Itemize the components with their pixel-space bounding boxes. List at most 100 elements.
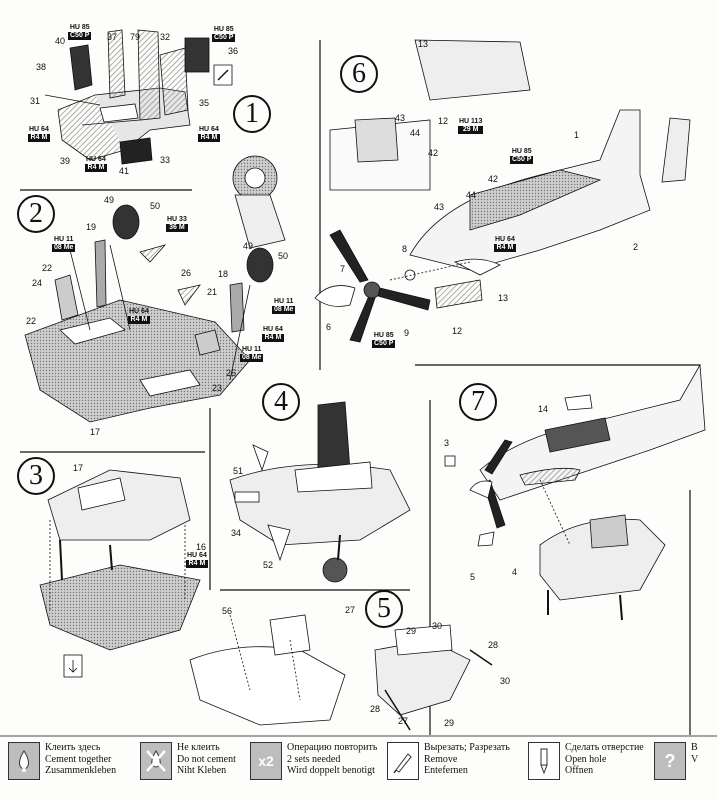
step-number-5: 5 [365,590,403,628]
part-number: 29 [406,626,417,636]
legend-line: Не клеить [177,742,220,753]
part-number: 50 [150,201,161,211]
part-number: 5 [470,572,476,582]
legend-line: 2 sets needed [287,753,341,765]
part-number: 34 [231,528,242,538]
part-number: 27 [345,605,356,615]
part-number: 3 [444,438,450,448]
part-number: 26 [181,268,192,278]
legend-item-partial: ? В V [654,742,709,780]
step-number-2: 2 [17,195,55,233]
knife-icon [387,742,419,780]
part-number: 14 [538,404,549,414]
step7-drawing [444,363,706,621]
legend-item-repeat: x2 Операцию повторить 2 sets needed Wird… [250,742,377,780]
part-number: 28 [370,704,381,714]
legend-line: Wird doppelt benotigt [287,765,375,776]
part-number: 27 [398,716,409,726]
legend-line: Сделать отверстие [565,742,644,753]
part-number: 18 [218,269,229,279]
step5-drawing [189,614,493,731]
part-number: 49 [104,195,115,205]
part-number: 33 [160,155,171,165]
part-number: 52 [263,560,274,570]
legend-item-open-hole: Сделать отверстие Open hole Offnen [528,742,644,780]
legend-line: Do not cement [177,753,236,765]
drill-icon [528,742,560,780]
step-number-7: 7 [459,383,497,421]
part-number: 13 [418,39,429,49]
legend-item-cement: Клеить здесь Cement together Zusammenkle… [8,742,116,780]
legend-line: Entefernen [424,765,468,776]
legend-line: Remove [424,753,458,765]
part-number: 44 [466,190,477,200]
part-number: 17 [90,427,101,437]
part-number: 36 [228,46,239,56]
step2-drawing [24,204,274,423]
part-number: 29 [444,718,455,728]
part-number: 1 [574,130,580,140]
part-number: 35 [199,98,210,108]
part-number: 24 [32,278,43,288]
legend-line: Клеить здесь [45,742,101,753]
part-number: 30 [500,676,511,686]
part-number: 43 [434,202,445,212]
part-number: 42 [428,148,439,158]
legend-line: Niht Kleben [177,765,227,776]
legend-line: В [691,742,698,753]
part-number: 17 [73,463,84,473]
part-number: 28 [488,640,499,650]
part-number: 50 [278,251,289,261]
repeat-x2-label: x2 [258,753,274,769]
step-number-3: 3 [17,457,55,495]
part-number: 79 [130,32,141,42]
legend-line: Cement together [45,753,112,765]
part-number: 4 [512,567,518,577]
part-number: 12 [452,326,463,336]
legend-item-no-cement: Не клеить Do not cement Niht Kleben [140,742,236,780]
part-number: 25 [226,368,237,378]
part-number: 31 [30,96,41,106]
part-number: 40 [55,36,66,46]
part-number: 30 [432,621,443,631]
part-number: 49 [243,241,254,251]
repeat-x2-icon: x2 [250,742,282,780]
legend-line: Open hole [565,753,607,765]
part-number: 7 [340,264,346,274]
part-number: 56 [222,606,233,616]
part-number: 21 [207,287,218,297]
part-number: 42 [488,174,499,184]
section-dividers [0,40,717,737]
part-number: 8 [402,244,408,254]
legend-item-remove: Вырезать; Разрезать Remove Entefernen [387,742,510,780]
no-glue-icon [140,742,172,780]
part-number: 13 [498,293,509,303]
part-number: 41 [119,166,130,176]
part-number: 6 [326,322,332,332]
legend-line: Операцию повторить [287,742,378,753]
part-number: 23 [212,383,223,393]
glue-drop-icon [8,742,40,780]
symbol-legend: Клеить здесь Cement together Zusammenkle… [0,736,717,800]
part-number: 12 [438,116,449,126]
part-number: 22 [26,316,37,326]
legend-line: Zusammenkleben [45,765,117,776]
part-number: 37 [107,32,118,42]
part-number: 51 [233,466,244,476]
step6-drawing [314,39,691,343]
part-number: 38 [36,62,47,72]
part-number: 22 [42,263,53,273]
